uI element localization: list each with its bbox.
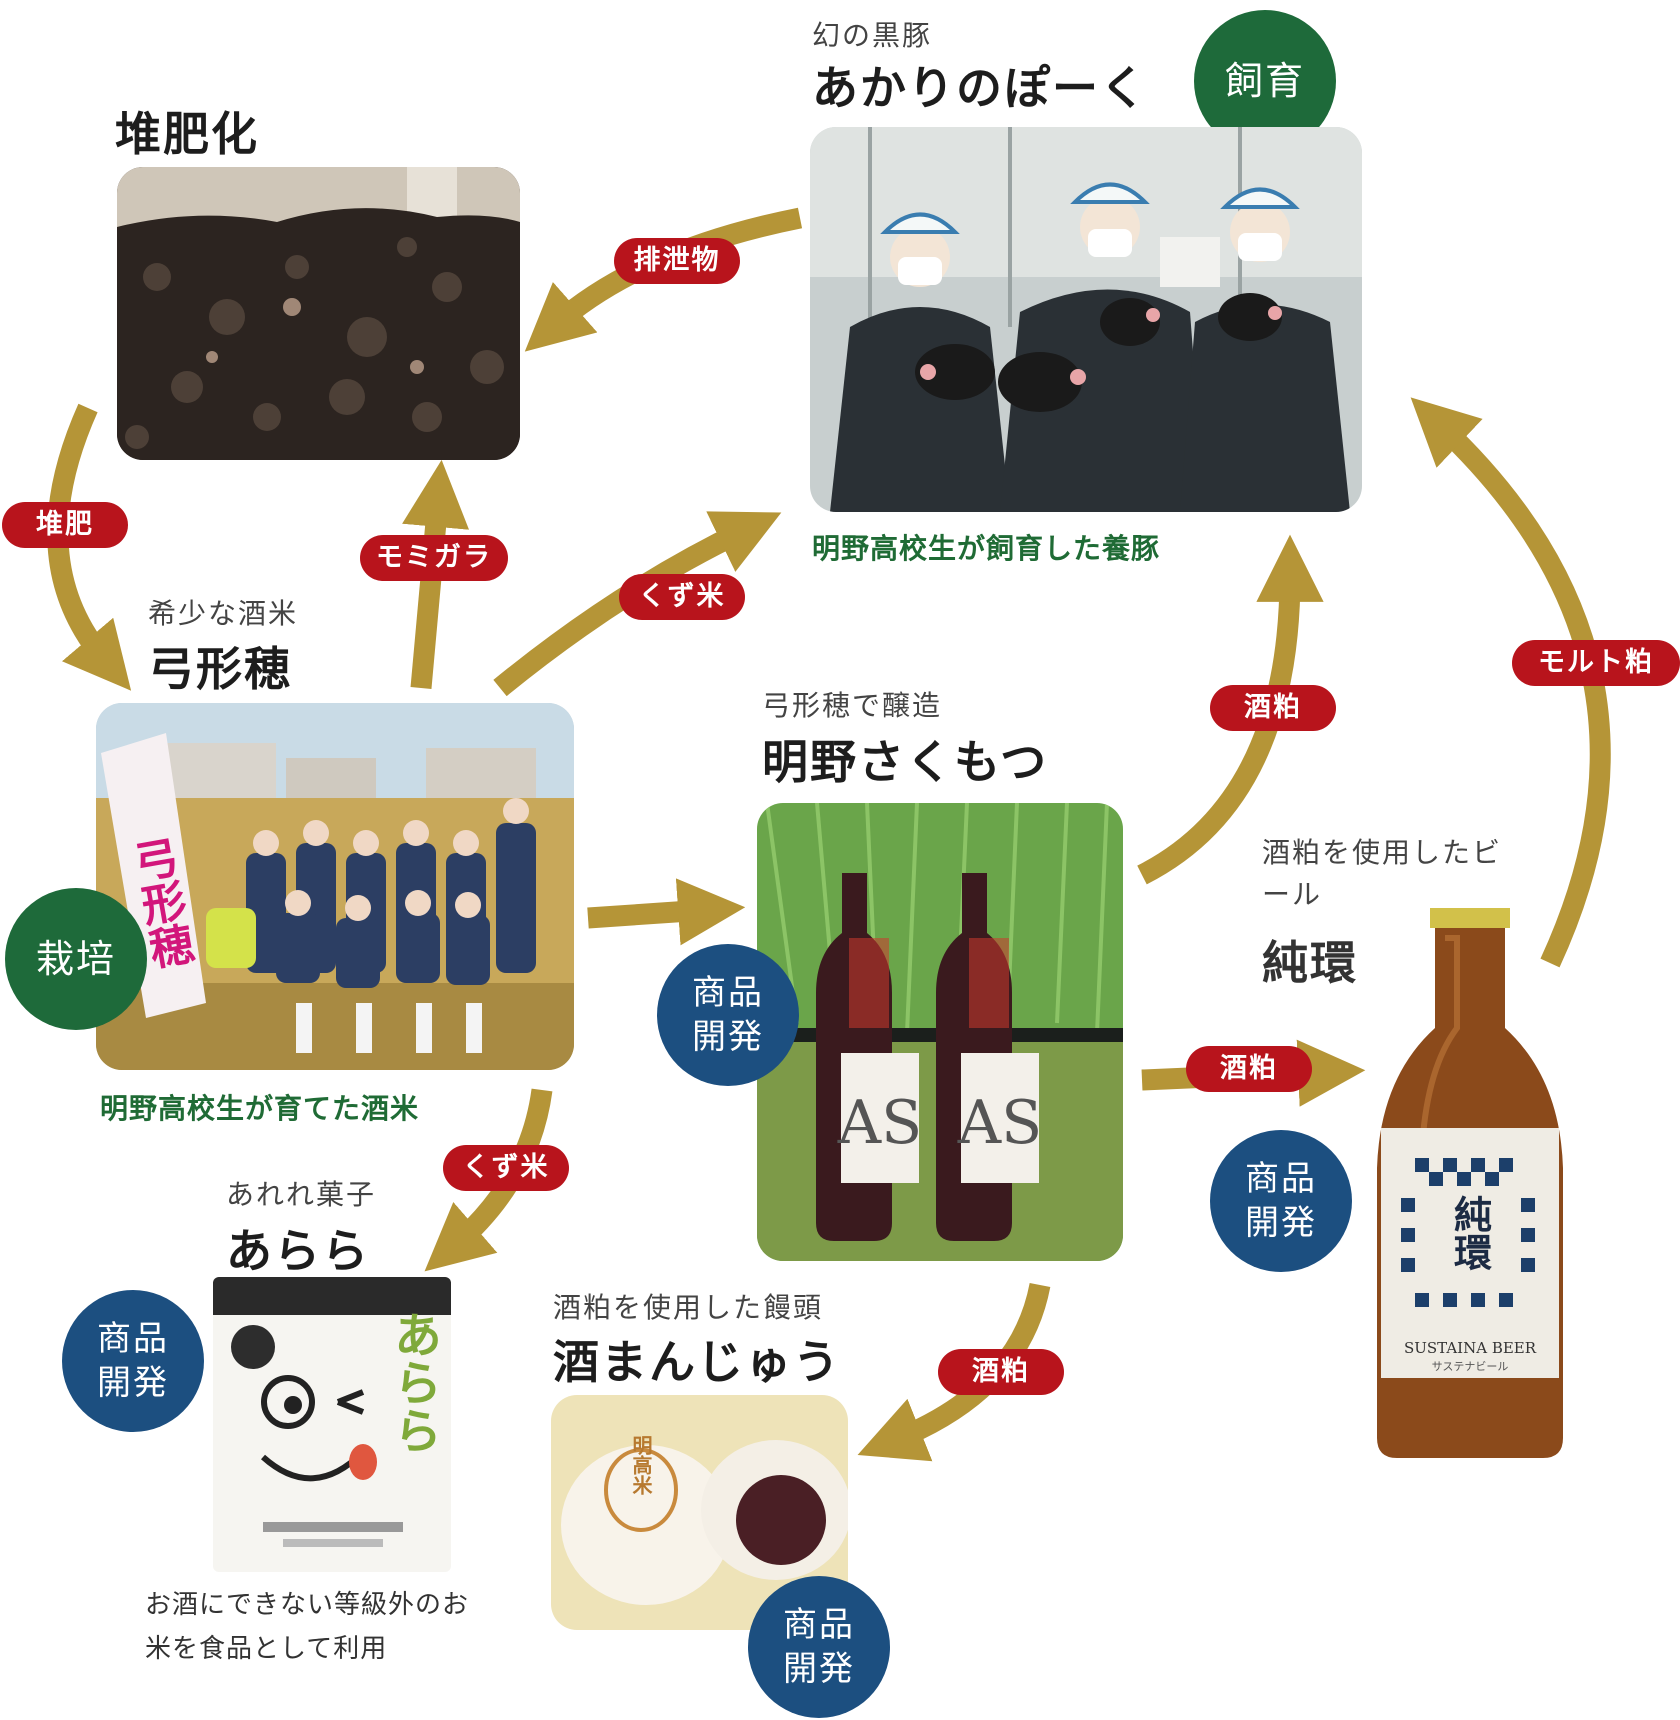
rice-caption: 明野高校生が育てた酒米: [100, 1092, 420, 1125]
label-excreta: 排泄物: [614, 238, 740, 284]
arare-subtitle: あれれ菓子: [226, 1178, 377, 1211]
manju-subtitle: 酒粕を使用した饅頭: [553, 1291, 824, 1324]
pork-subtitle: 幻の黒豚: [812, 19, 933, 52]
bottle-mark-left: AS: [837, 1088, 922, 1158]
beer-label-en: SUSTAINA BEER: [1404, 1339, 1537, 1357]
bottle-mark-right: AS: [957, 1088, 1042, 1158]
label-lees-manju: 酒粕: [938, 1349, 1064, 1395]
arrow-rice-to-sake: [587, 878, 746, 946]
arrow-husks: [402, 459, 470, 689]
label-lees-pork: 酒粕: [1210, 685, 1336, 731]
beer-subtitle: 酒粕を使用したビール: [1262, 836, 1503, 911]
rice-photo: 弓形穂: [96, 703, 574, 1070]
label-malt-lees: モルト粕: [1512, 640, 1680, 686]
sake-product-badge: 商品開発: [657, 944, 799, 1086]
beer-label-kana: サステナビール: [1432, 1360, 1509, 1373]
arare-note: お酒にできない等級外のお米を食品として利用: [145, 1590, 470, 1664]
label-husks: モミガラ: [360, 535, 508, 581]
bag-text: あらら: [385, 1310, 441, 1454]
beer-product-badge: 商品開発: [1210, 1130, 1352, 1272]
label-broken-rice-arare: くず米: [443, 1145, 569, 1191]
beer-title: 純環: [1262, 936, 1358, 990]
arare-photo: あらら: [213, 1277, 451, 1572]
arare-title: あらら: [226, 1224, 370, 1278]
arare-product-badge: 商品開発: [62, 1290, 204, 1432]
beer-photo: 純環 SUSTAINA BEER サステナビール: [1375, 898, 1565, 1464]
label-broken-rice-pork: くず米: [619, 574, 745, 620]
pork-caption: 明野高校生が飼育した養豚: [812, 532, 1161, 565]
rice-title: 弓形穂: [148, 642, 292, 696]
pork-photo: [810, 127, 1362, 512]
compost-photo: [117, 167, 520, 460]
manju-stamp: 明高米: [629, 1435, 653, 1496]
rice-subtitle: 希少な酒米: [148, 597, 299, 630]
sake-subtitle: 弓形穂で醸造: [762, 689, 943, 722]
manju-product-badge: 商品開発: [748, 1576, 890, 1718]
beer-label-kanji: 純環: [1448, 1195, 1493, 1271]
arrow-lees-pork: [1137, 534, 1324, 885]
pork-title: あかりのぽーく: [812, 61, 1148, 115]
manju-title: 酒まんじゅう: [553, 1335, 841, 1389]
label-lees-beer: 酒粕: [1186, 1046, 1312, 1092]
sake-title: 明野さくもつ: [762, 735, 1049, 789]
label-fertilizer: 堆肥: [2, 502, 128, 548]
sake-photo: AS AS: [757, 803, 1123, 1261]
cultivation-badge: 栽培: [5, 888, 147, 1030]
compost-title: 堆肥化: [115, 107, 259, 161]
